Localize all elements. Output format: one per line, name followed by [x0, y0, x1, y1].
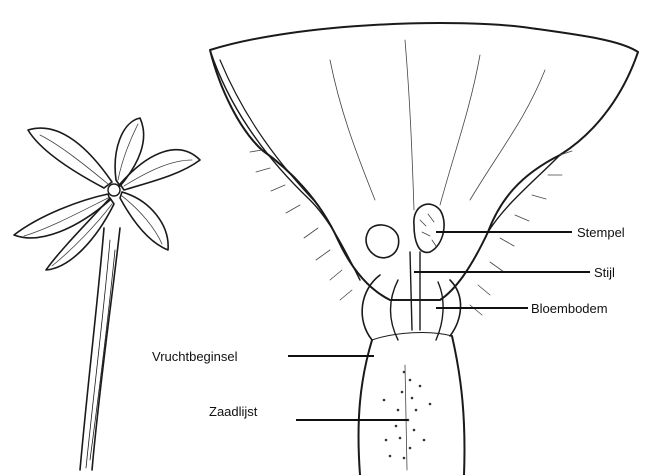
label-bloembodem: Bloembodem — [531, 301, 608, 316]
label-vruchtbeginsel: Vruchtbeginsel — [152, 349, 238, 364]
flower-cross-section — [210, 23, 638, 475]
label-stijl: Stijl — [594, 265, 615, 280]
whole-flower-illustration — [14, 118, 200, 470]
seed-dots — [383, 371, 432, 460]
label-zaadlijst: Zaadlijst — [209, 404, 258, 419]
label-stempel: Stempel — [577, 225, 625, 240]
